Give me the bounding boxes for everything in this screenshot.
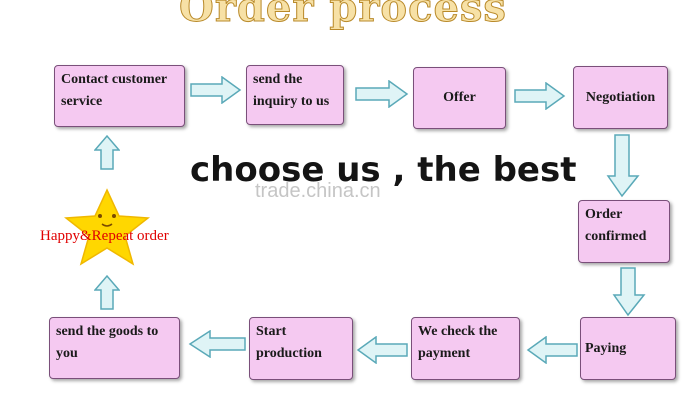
arrow-up-icon: [94, 274, 120, 310]
step-send-inquiry: send the inquiry to us: [246, 65, 344, 125]
arrow-up-icon: [94, 134, 120, 170]
arrow-left-icon: [356, 336, 408, 364]
watermark-site: trade.china.cn: [255, 180, 381, 202]
star-icon: [63, 188, 151, 266]
arrow-right-icon: [355, 80, 409, 108]
arrow-left-icon: [526, 336, 578, 364]
arrow-right-icon: [190, 76, 242, 104]
step-send-goods: send the goods to you: [49, 317, 180, 379]
step-check-payment: We check the payment: [411, 317, 520, 380]
happy-repeat-order-label: Happy&Repeat order: [40, 228, 169, 244]
arrow-down-icon: [612, 267, 646, 317]
step-start-production: Start production: [249, 317, 353, 380]
step-paying: Paying: [580, 317, 676, 380]
step-contact-customer-service: Contact customer service: [54, 65, 185, 127]
arrow-down-icon: [606, 134, 640, 198]
step-offer: Offer: [413, 67, 506, 129]
step-negotiation: Negotiation: [573, 66, 668, 129]
diagram-title: Order process: [179, 0, 507, 32]
arrow-right-icon: [514, 82, 566, 110]
arrow-left-icon: [188, 330, 246, 358]
step-order-confirmed: Order confirmed: [578, 200, 670, 263]
watermark-slogan: choose us , the best: [190, 150, 577, 190]
